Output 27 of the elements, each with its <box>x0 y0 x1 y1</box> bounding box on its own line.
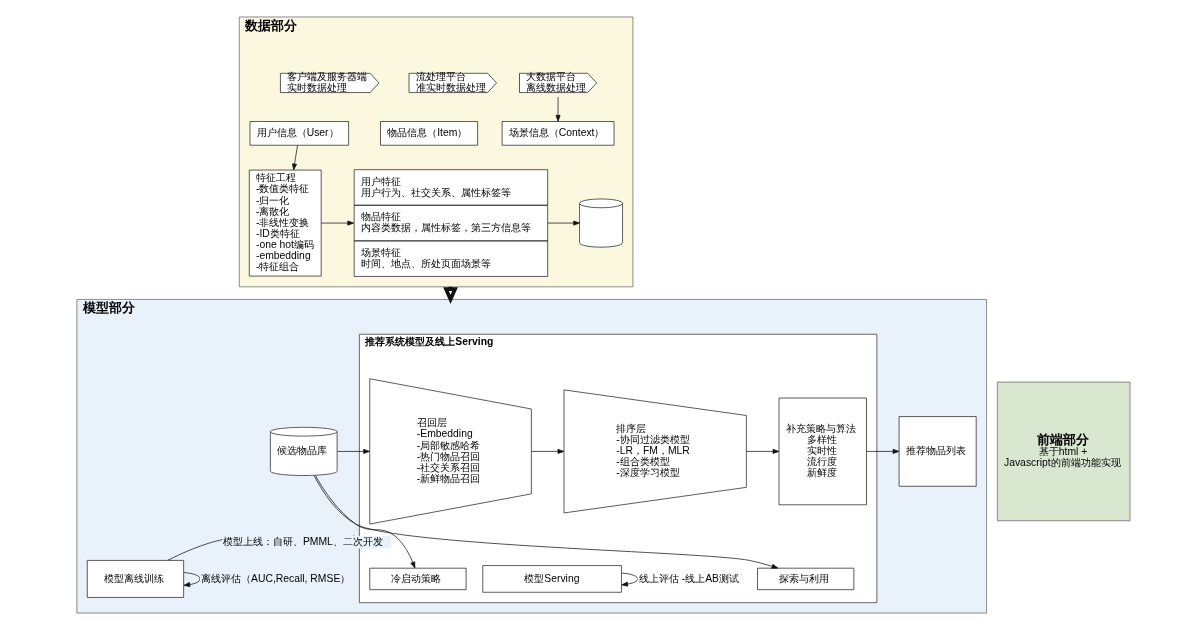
arrow <box>336 448 370 454</box>
edge-label: 离线评估（AUC,Recall, RMSE） <box>200 573 350 585</box>
arrow <box>183 572 200 588</box>
arrow <box>313 475 778 569</box>
node-box: 物品信息（Item） <box>379 121 478 146</box>
node-box: 补充策略与算法 多样性 实时性 流行度 新鲜度 <box>778 397 867 506</box>
arrow <box>555 96 560 122</box>
arrow <box>620 572 638 587</box>
node-box: 用户信息（User） <box>249 121 349 146</box>
arrow <box>320 220 354 226</box>
node-box: 召回层 -Embedding -局部敏感哈希 -热门物品召回 -社交关系召回 -新鲜物品召回 <box>368 378 532 525</box>
arrow <box>745 448 779 454</box>
arrow <box>314 475 415 569</box>
arrow <box>291 144 298 171</box>
arrow <box>865 448 899 454</box>
node-box: 前端部分 基于html + Javascript的前端功能实现 <box>996 381 1130 522</box>
node-box: 场景信息（Context） <box>501 121 614 146</box>
node-box: 模型Serving <box>481 565 622 593</box>
node-box: 推荐物品列表 <box>898 416 977 487</box>
node-box: 特征工程 -数值类特征 -归一化 -离散化 -非线性变换 -ID类特征 -one hot编码 -embedding -特征组合 <box>248 169 322 277</box>
arrow <box>530 448 564 454</box>
edge-label: 线上评估 -线上AB测试 <box>638 573 739 585</box>
node-box: 冷启动策略 <box>368 567 466 591</box>
node-box: 模型离线训练 <box>86 560 184 598</box>
arrow <box>546 220 580 226</box>
node-box: 探索与利用 <box>756 567 854 591</box>
node-box: 排序层 -协同过滤类模型 -LR，FM，MLR -组合类模型 -深度学习模型 <box>563 389 747 514</box>
